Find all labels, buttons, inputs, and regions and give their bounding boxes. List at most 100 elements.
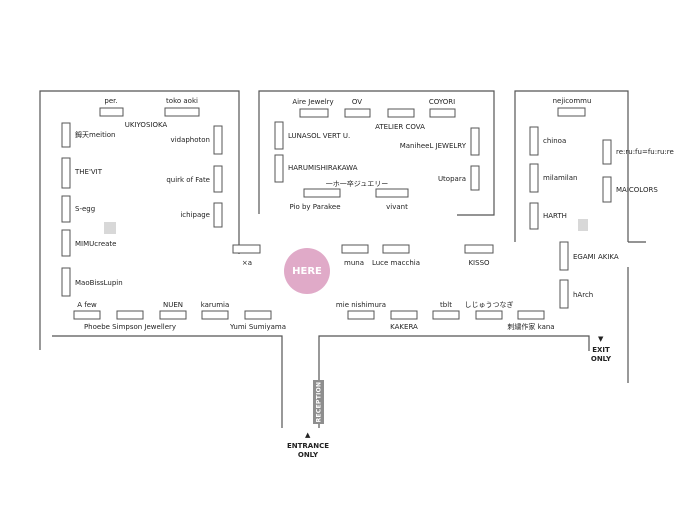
wall-bottom-center: [318, 335, 590, 428]
booth-coyori: [387, 108, 415, 118]
booth-meition: [61, 122, 71, 148]
label-atelier-cova: ATELIER COVA: [375, 123, 425, 131]
label-rerufu: re:ru:fu=fu:ru:re: [616, 148, 674, 156]
label-lunasol: LUNASOL VERT U.: [288, 132, 351, 140]
label-coyori: COYORI: [428, 98, 456, 106]
label-ichipage: ichipage: [180, 211, 210, 219]
booth-chinoa: [529, 126, 539, 156]
booth-yumi: [244, 310, 272, 320]
booth-vidaphoton: [213, 125, 223, 155]
booth-ov: [344, 108, 371, 118]
label-ukiyosioka: UKIYOSIOKA: [124, 121, 168, 129]
label-a-few: A few: [77, 301, 97, 309]
label-ov: OV: [351, 98, 363, 106]
label-pio: Pio by Parakee: [289, 203, 341, 211]
booth-maicolors: [602, 176, 612, 203]
label-meition: 鉧天meition: [75, 131, 116, 139]
booth-kisso: [464, 244, 494, 254]
booth-utopara: [470, 165, 480, 191]
booth-coyori-2: [429, 108, 456, 118]
booth-milamilan: [529, 163, 539, 193]
booth-nejicommu: [557, 107, 586, 117]
booth-thevit: [61, 157, 71, 189]
label-phoebe: Phoebe Simpson Jewellery: [83, 323, 177, 331]
booth-muna: [341, 244, 369, 254]
booth-harumi: [274, 154, 284, 183]
label-karumia: karumia: [200, 301, 230, 309]
booth-a-few: [73, 310, 101, 320]
label-toko-aoki: toko aoki: [166, 97, 198, 105]
booth-phoebe: [116, 310, 144, 320]
exit-line2: ONLY: [590, 355, 612, 363]
label-manihee: ManiheeL JEWELRY: [399, 142, 466, 150]
wall-right-room: [514, 90, 629, 242]
label-milamilan: milamilan: [543, 174, 578, 182]
label-utopara: Utopara: [437, 175, 466, 183]
label-egami: EGAMI AKIKA: [573, 253, 619, 261]
booth-quirk: [213, 165, 223, 193]
label-shishou: しじゅうつなぎ: [464, 301, 514, 309]
booth-nuen: [159, 310, 187, 320]
wall-bottom-left: [52, 335, 283, 428]
label-kana: 刺繍作家 kana: [507, 323, 555, 331]
label-yumi: Yumi Sumiyama: [229, 323, 287, 331]
you-are-here-marker: HERE: [284, 248, 330, 294]
label-mie: mie nishimura: [335, 301, 387, 309]
label-nejicommu: nejicommu: [552, 97, 592, 105]
booth-xa: [232, 244, 261, 254]
booth-maobisslupin: [61, 267, 71, 297]
pillar-left: [104, 222, 116, 234]
booth-karumia: [201, 310, 229, 320]
booth-pio: [303, 188, 341, 198]
label-mimucreate: MIMUcreate: [75, 240, 117, 248]
exit-arrow-icon: ▼: [598, 335, 604, 343]
booth-shishou: [475, 310, 503, 320]
wall-left-room: [39, 90, 240, 350]
booth-s-egg: [61, 195, 71, 223]
wall-center-room: [258, 90, 495, 216]
entrance-line1: ENTRANCE: [287, 442, 329, 450]
entrance-arrow-icon: ▲: [305, 431, 311, 439]
label-chinoa: chinoa: [543, 137, 567, 145]
label-maicolors: MAICOLORS: [616, 186, 658, 194]
booth-ichipage: [213, 202, 223, 228]
booth-egami: [559, 241, 569, 271]
booth-rerufu: [602, 139, 612, 165]
booth-luce: [382, 244, 410, 254]
entrance-sign: ENTRANCE ONLY: [285, 442, 331, 460]
label-harth: HARTH: [543, 212, 567, 220]
label-per: per.: [104, 97, 118, 105]
label-luce: Luce macchia: [371, 259, 421, 267]
booth-manihee: [470, 127, 480, 156]
booth-harth: [529, 202, 539, 230]
label-muna: muna: [344, 259, 364, 267]
label-maobisslupin: MaoBissLupin: [75, 279, 123, 287]
label-nuen: NUEN: [162, 301, 184, 309]
reception-desk: RECEPTION: [313, 380, 324, 424]
entrance-line2: ONLY: [297, 451, 319, 459]
booth-vivant: [375, 188, 409, 198]
booth-toko-aoki: [164, 107, 200, 117]
label-thevit: THE'VIT: [75, 168, 103, 176]
booth-per: [99, 107, 124, 117]
booth-kana: [517, 310, 545, 320]
label-ippo-ichiza: 一ホ一卒ジュエリー: [325, 180, 389, 188]
booth-aire: [299, 108, 329, 118]
label-quirk: quirk of Fate: [166, 176, 210, 184]
label-harumi: HARUMISHIRAKAWA: [288, 164, 358, 172]
label-kakera: KAKERA: [390, 323, 418, 331]
label-harch: hArch: [573, 291, 594, 299]
label-aire: Aire Jewelry: [292, 98, 334, 106]
booth-lunasol: [274, 121, 284, 150]
booth-tblt: [432, 310, 460, 320]
reception-label: RECEPTION: [315, 381, 322, 423]
label-vivant: vivant: [386, 203, 408, 211]
label-tblt: tblt: [440, 301, 452, 309]
label-kisso: KISSO: [468, 259, 490, 267]
pillar-right: [578, 219, 588, 231]
exit-line1: EXIT: [592, 346, 610, 354]
booth-kakera: [390, 310, 418, 320]
booth-harch: [559, 279, 569, 309]
exit-sign: EXIT ONLY: [584, 346, 618, 364]
label-s-egg: S-egg: [75, 205, 96, 213]
